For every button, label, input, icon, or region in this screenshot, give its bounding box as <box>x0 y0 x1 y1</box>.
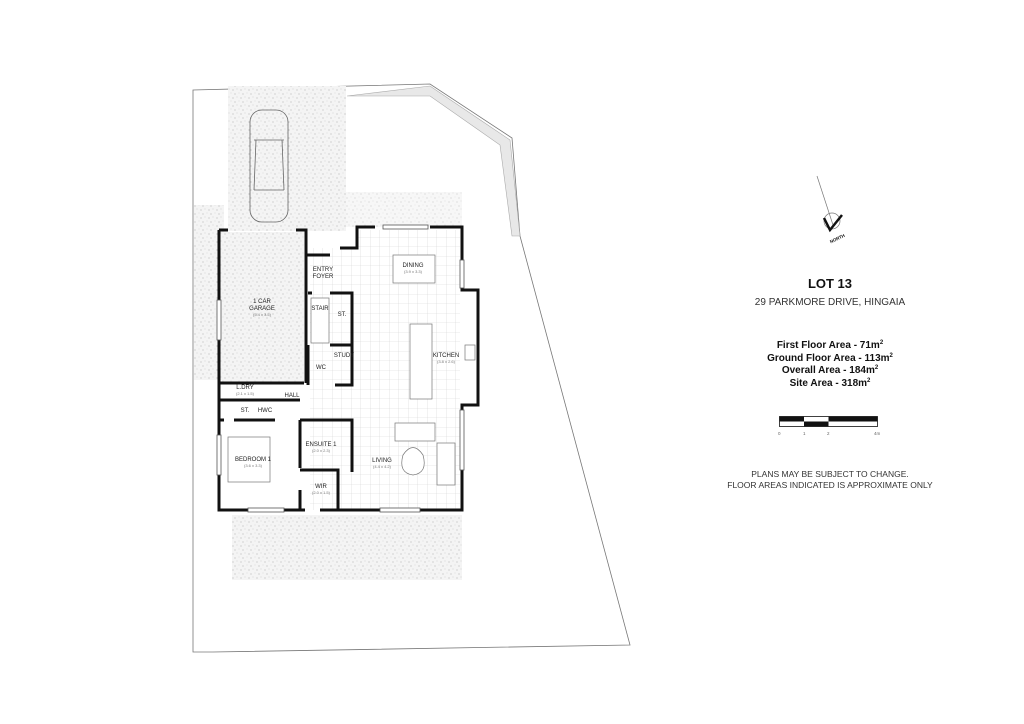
disclaimer-line-1: PLANS MAY BE SUBJECT TO CHANGE. <box>751 469 909 479</box>
room-labels: 1 CAR GARAGE (5.4 x 3.5) ENTRY FOYER DIN… <box>235 263 459 495</box>
svg-text:(2.1 x 1.5): (2.1 x 1.5) <box>236 391 255 396</box>
ground-floor-area: Ground Floor Area - 113m2 <box>767 352 893 364</box>
svg-text:(4.4 x 4.2): (4.4 x 4.2) <box>373 464 392 469</box>
dining-table <box>392 254 436 284</box>
stair-treads <box>310 297 330 344</box>
svg-text:(2.0 x 2.3): (2.0 x 2.3) <box>312 448 331 453</box>
car-icon <box>249 109 289 223</box>
lot-title: LOT 13 <box>807 276 853 291</box>
kitchen-island <box>409 323 433 400</box>
svg-text:DINING: DINING <box>403 263 424 269</box>
svg-text:(3.6 x 3.3): (3.6 x 3.3) <box>244 463 263 468</box>
cooktop <box>464 344 476 361</box>
svg-text:WIR: WIR <box>315 484 327 490</box>
sofa <box>394 422 436 442</box>
svg-text:ENTRY: ENTRY <box>313 267 333 273</box>
scale-bar <box>779 416 878 427</box>
svg-text:(3.9 x 3.3): (3.9 x 3.3) <box>404 269 423 274</box>
landscape-front <box>232 515 462 580</box>
svg-text:STAIR: STAIR <box>311 306 329 312</box>
scale-tick-4m: 4m <box>874 431 881 436</box>
site-area: Site Area - 318m2 <box>789 377 871 389</box>
svg-text:(2.0 x 1.5): (2.0 x 1.5) <box>312 490 331 495</box>
svg-text:ENSUITE 1: ENSUITE 1 <box>305 442 337 448</box>
scale-tick-0: 0 <box>778 431 781 436</box>
scale-tick-1: 1 <box>803 431 806 436</box>
svg-text:NORTH: NORTH <box>829 233 846 244</box>
scale-tick-2: 2 <box>827 431 830 436</box>
first-floor-area: First Floor Area - 71m2 <box>776 340 884 351</box>
svg-text:FOYER: FOYER <box>313 274 334 280</box>
address: 29 PARKMORE DRIVE, HINGAIA <box>754 297 906 308</box>
svg-text:KITCHEN: KITCHEN <box>433 353 459 359</box>
svg-text:HWC: HWC <box>258 408 273 414</box>
furniture <box>227 254 476 486</box>
room-garage: 1 CAR <box>253 299 271 305</box>
svg-text:HALL: HALL <box>284 393 300 399</box>
svg-text:LIVING: LIVING <box>372 458 392 464</box>
north-arrow-icon: NORTH <box>816 175 846 244</box>
svg-text:WC: WC <box>316 365 327 371</box>
svg-text:(3.8 x 2.6): (3.8 x 2.6) <box>437 359 456 364</box>
garage-floor <box>222 232 304 382</box>
armchair <box>436 442 456 486</box>
svg-text:ST.: ST. <box>241 408 250 414</box>
room-garage-2: GARAGE <box>249 306 275 312</box>
windows <box>216 224 465 513</box>
area-summary: First Floor Area - 71m2 Ground Floor Are… <box>700 340 960 390</box>
landscape-side <box>306 192 462 227</box>
overall-area: Overall Area - 184m2 <box>781 365 879 376</box>
disclaimer: PLANS MAY BE SUBJECT TO CHANGE. FLOOR AR… <box>700 469 960 490</box>
svg-text:L.DRY: L.DRY <box>236 385 254 391</box>
svg-text:BEDROOM 1: BEDROOM 1 <box>235 457 272 463</box>
boundary-strip <box>346 85 521 237</box>
svg-text:STUDY: STUDY <box>334 353 354 359</box>
coffee-table <box>401 447 425 476</box>
disclaimer-line-2: FLOOR AREAS INDICATED IS APPROXIMATE ONL… <box>727 479 933 490</box>
bed <box>227 436 271 483</box>
svg-text:(5.4 x 3.5): (5.4 x 3.5) <box>253 312 272 317</box>
svg-text:ST.: ST. <box>338 312 347 318</box>
